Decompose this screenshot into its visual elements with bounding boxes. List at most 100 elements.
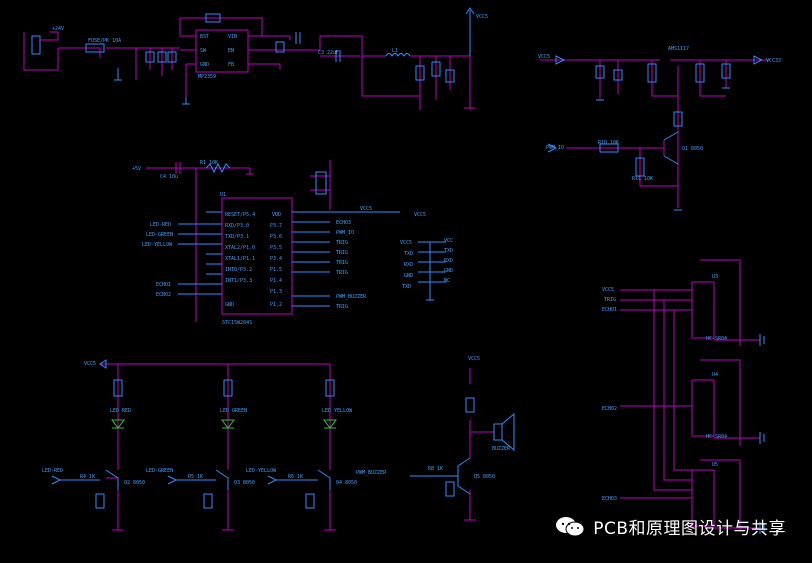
mcu-net-echo1: ECHO1 — [156, 282, 171, 288]
ldo-input-net: VCC5 — [538, 54, 550, 60]
mcu-top-net: +5V — [132, 166, 141, 172]
led-section: VCC5 LED-RED LED RED R4 1K Q2 8050 LED-G… — [42, 359, 357, 531]
svg-text:TRIG: TRIG — [336, 270, 348, 276]
svg-text:U4: U4 — [712, 372, 718, 378]
led-green-label: LED GREEN — [220, 408, 247, 414]
mcu-net-pwm: PWM_IO — [336, 230, 354, 236]
svg-text:U5: U5 — [712, 462, 718, 468]
mcu-net-buzzer: PWM_BUZZER — [336, 294, 367, 300]
led-supply-net: VCC5 — [84, 361, 96, 367]
svg-text:P3.4: P3.4 — [270, 256, 282, 262]
mcu-net-echo2: ECHO2 — [156, 292, 171, 298]
svg-text:RXD/P3.0: RXD/P3.0 — [225, 223, 249, 229]
svg-text:TXD: TXD — [444, 248, 453, 254]
led-green-q: Q3 8050 — [234, 480, 255, 486]
svg-text:VCC5: VCC5 — [414, 212, 426, 218]
mcu-ref: U1 — [220, 192, 226, 198]
svg-text:P1.5: P1.5 — [270, 267, 282, 273]
sensor-module-1 — [691, 281, 715, 339]
svg-text:GND: GND — [225, 302, 234, 308]
svg-text:XTAL2/P1.0: XTAL2/P1.0 — [225, 245, 255, 251]
sensor-section: VCC5 TRIG ECHO1 ECHO2 ECHO3 U3 U4 U5 HC-… — [602, 259, 765, 534]
svg-text:P1.3: P1.3 — [270, 289, 282, 295]
svg-text:NC: NC — [444, 278, 450, 284]
svg-text:GND: GND — [404, 273, 413, 279]
svg-text:INT1/P3.3: INT1/P3.3 — [225, 278, 252, 284]
svg-text:GND: GND — [200, 62, 209, 68]
sensor-net-vcc: VCC5 — [602, 287, 614, 293]
led-red-q: Q2 8050 — [124, 480, 145, 486]
svg-text:P3.7: P3.7 — [270, 223, 282, 229]
ldo-part: AMS1117 — [668, 46, 689, 52]
led-red-label: LED RED — [110, 408, 131, 414]
svg-text:GND: GND — [444, 268, 453, 274]
buzzer-r: R8 1K — [428, 466, 443, 472]
svg-text:U3: U3 — [712, 274, 718, 280]
mcu-net-led-green: LED-GREEN — [146, 232, 173, 238]
svg-text:P3.5: P3.5 — [270, 245, 282, 251]
svg-text:TXD: TXD — [404, 251, 413, 257]
svg-text:FB: FB — [228, 62, 234, 68]
cap-label: C3 22uF — [318, 50, 339, 56]
svg-text:BST: BST — [200, 34, 209, 40]
mcu-top-c: C4 10u — [160, 174, 178, 180]
watermark-text: PCB和原理图设计与共享 — [593, 519, 786, 539]
mcu-top-r: R1 10K — [200, 160, 218, 166]
led-net-yellow: LED-YELLOW — [246, 468, 277, 474]
svg-text:P1.4: P1.4 — [270, 278, 282, 284]
mcu-chip — [221, 197, 293, 315]
led-yellow-r: R6 1K — [288, 474, 303, 480]
pwm-res: R10 10K — [598, 140, 619, 146]
mcu-net-led-red: LED-RED — [150, 222, 171, 228]
sensor-net-trig: TRIG — [604, 297, 616, 303]
svg-text:VCC: VCC — [444, 238, 453, 244]
sensor-module-2 — [691, 379, 715, 437]
ldo-output-net: VCC33 — [766, 58, 781, 64]
svg-text:HC-SR04: HC-SR04 — [706, 434, 727, 440]
svg-text:ECHO2: ECHO2 — [602, 406, 617, 412]
svg-text:P3.6: P3.6 — [270, 234, 282, 240]
regulator-part: MP2359 — [198, 74, 216, 80]
svg-text:TXD/P3.1: TXD/P3.1 — [225, 234, 249, 240]
ldo-section: VCC5 VCC33 AMS1117 — [538, 46, 781, 211]
buzzer-q: Q5 8050 — [474, 474, 495, 480]
power-section: +24V FUSE/PK 10A MP2359 BST SW GND VIN E… — [23, 7, 488, 110]
buzzer-label: BUZZER — [492, 446, 511, 452]
pwm-net: PWM_IO — [546, 145, 564, 151]
svg-text:TRIG: TRIG — [336, 304, 348, 310]
svg-text:TRIG: TRIG — [336, 240, 348, 246]
svg-text:TRIG: TRIG — [336, 250, 348, 256]
mcu-part: STC15W204S — [222, 320, 252, 326]
pwm-transistor: Q1 8050 — [682, 146, 703, 152]
header-net-vcc: VCC5 — [400, 240, 412, 246]
pwm-res2: R11 10K — [632, 176, 653, 182]
mcu-net-led-yellow: LED-YELLOW — [142, 242, 173, 248]
svg-text:HC-SR04: HC-SR04 — [706, 336, 727, 342]
buzzer-net: PWM_BUZZER — [356, 470, 387, 476]
led-red-r: R4 1K — [80, 474, 95, 480]
svg-text:VDD: VDD — [272, 212, 281, 218]
led-green-r: R5 1K — [188, 474, 203, 480]
svg-text:P1.2: P1.2 — [270, 302, 282, 308]
buck-regulator-ic — [195, 29, 249, 73]
inductor-label: L1 — [392, 48, 398, 54]
svg-text:INT0/P3.2: INT0/P3.2 — [225, 267, 252, 273]
sensor-module-3 — [691, 469, 715, 527]
power-input-net: +24V — [52, 26, 64, 32]
svg-text:XTAL1/P1.1: XTAL1/P1.1 — [225, 256, 255, 262]
led-yellow-q: Q4 8050 — [336, 480, 357, 486]
sensor-net-echo1: ECHO1 — [602, 307, 617, 313]
svg-text:TXD: TXD — [402, 284, 411, 290]
svg-text:RXD: RXD — [444, 258, 453, 264]
watermark: PCB和原理图设计与共享 — [555, 514, 786, 539]
led-net-red: LED-RED — [42, 468, 63, 474]
svg-text:SW: SW — [200, 48, 207, 54]
svg-text:ECHO3: ECHO3 — [602, 496, 617, 502]
svg-text:VIN: VIN — [228, 34, 237, 40]
output-net: VCC5 — [476, 14, 488, 20]
led-yellow-label: LED YELLOW — [322, 408, 353, 414]
svg-text:EN: EN — [228, 48, 234, 54]
fuse-label: FUSE/PK 10A — [88, 38, 121, 44]
